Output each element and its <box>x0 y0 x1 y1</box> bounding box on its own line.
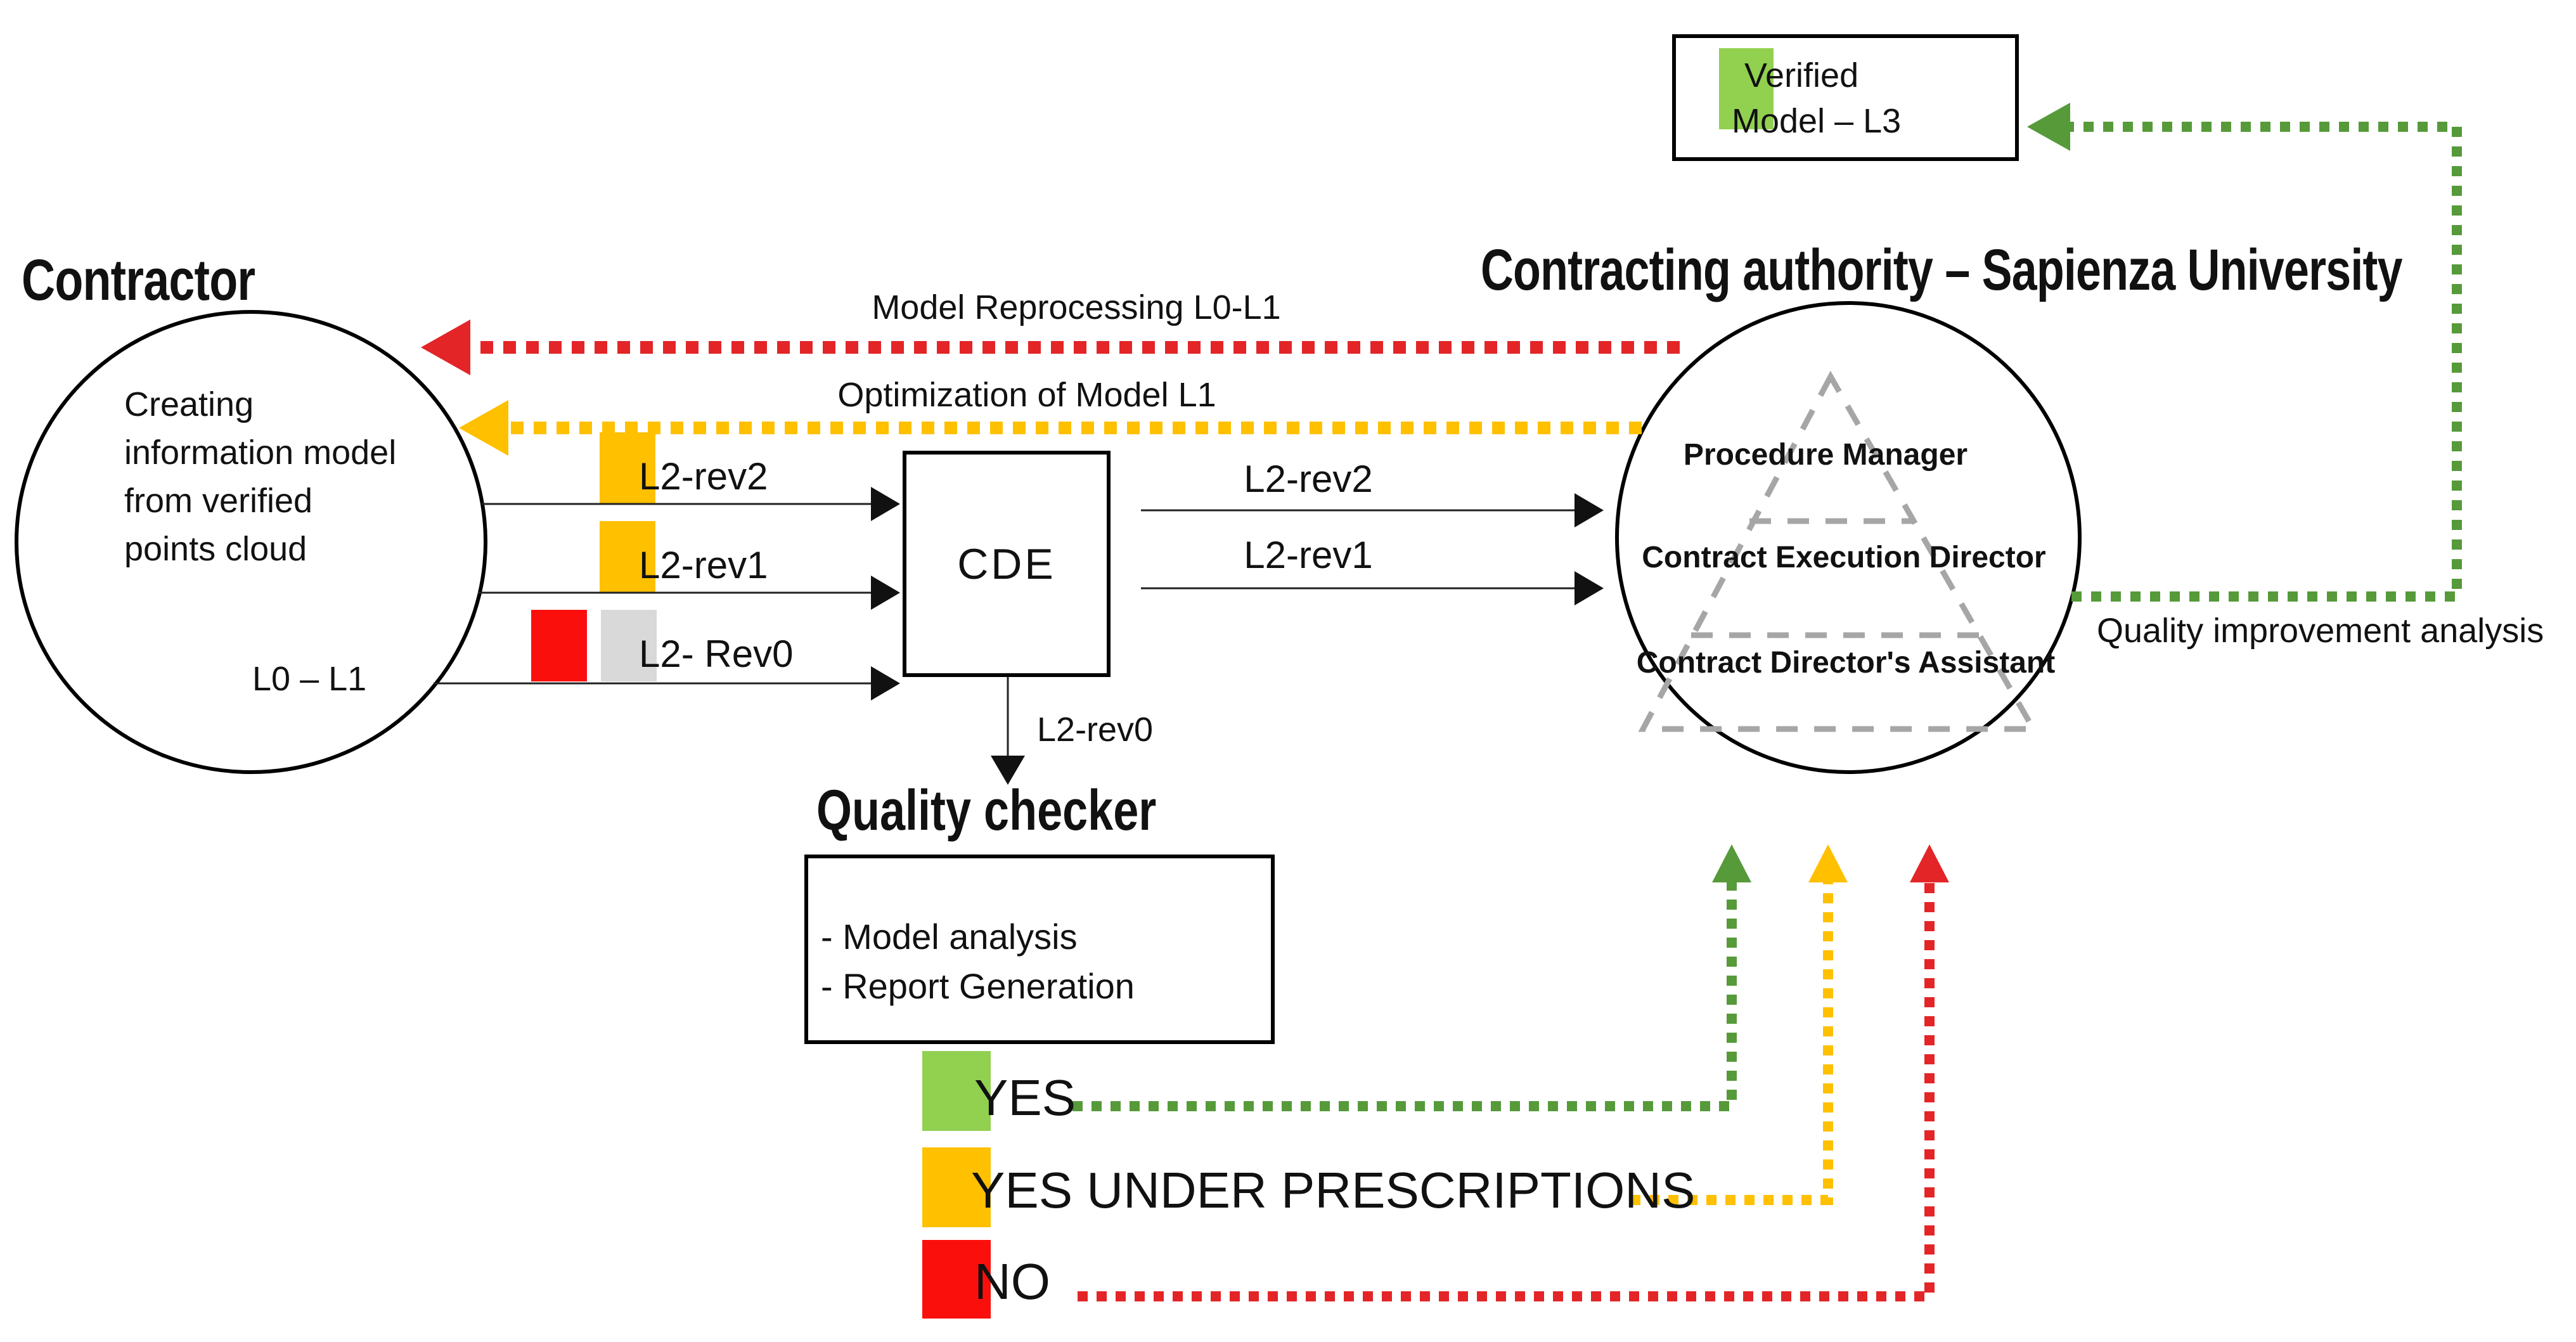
quality-checker-task-1: - Model analysis <box>821 917 1078 957</box>
quality-improvement-label: Quality improvement analysis <box>2097 612 2544 650</box>
legend-yes-label: YES <box>974 1069 1076 1126</box>
rev2-highlight-square <box>600 432 655 504</box>
yes-arrow <box>1072 844 1751 1111</box>
cde-out-arrow-rev2 <box>1141 493 1604 527</box>
cde-out-label-rev2: L2-rev2 <box>1244 458 1373 500</box>
role-contract-directors-assistant: Contract Director's Assistant <box>1636 646 2056 680</box>
submission-arrow-rev2 <box>482 487 900 521</box>
cde-to-checker-label: L2-rev0 <box>1037 711 1154 749</box>
no-arrow <box>1078 844 1949 1301</box>
cde-label: CDE <box>957 539 1056 588</box>
authority-title: Contracting authority – Sapienza Univers… <box>1481 238 2403 302</box>
quality-checker-task-2: - Report Generation <box>821 966 1135 1006</box>
rev1-highlight-square <box>600 521 655 593</box>
verified-box-line1: Verified <box>1744 56 1859 94</box>
role-procedure-manager: Procedure Manager <box>1683 438 1968 472</box>
authority-circle <box>1615 301 2082 774</box>
optimization-arrow <box>459 400 1642 456</box>
reprocessing-arrow <box>421 319 1680 375</box>
verified-box-line2: Model – L3 <box>1732 102 1902 140</box>
cde-out-label-rev1: L2-rev1 <box>1244 534 1373 576</box>
submission-label-rev1: L2-rev1 <box>639 544 768 586</box>
rev0-red-square <box>531 610 587 681</box>
role-pyramid <box>1638 370 2038 732</box>
verified-model-box <box>1672 34 2019 161</box>
quality-improvement-arrow <box>2027 103 2462 602</box>
yes-under-arrow <box>1630 844 1848 1205</box>
legend-yes-under-square <box>922 1147 991 1227</box>
optimization-label: Optimization of Model L1 <box>837 376 1216 414</box>
legend-yes-square <box>922 1051 991 1131</box>
role-contract-execution-director: Contract Execution Director <box>1642 541 2046 574</box>
contractor-circle <box>15 310 487 774</box>
cde-out-arrow-rev1 <box>1141 571 1604 605</box>
submission-label-rev2: L2-rev2 <box>639 455 768 498</box>
submission-arrow-rev1 <box>478 576 900 610</box>
cde-to-checker-arrow <box>991 677 1025 785</box>
quality-checker-title: Quality checker <box>816 779 1157 842</box>
contractor-circle-text: Creating information model from verified… <box>124 385 397 568</box>
cde-box: CDE <box>903 451 1111 677</box>
reprocessing-label: Model Reprocessing L0-L1 <box>872 288 1281 326</box>
contractor-title: Contractor <box>22 248 255 313</box>
rev0-gray-square <box>601 610 657 681</box>
legend-yes-under-label: YES UNDER PRESCRIPTIONS <box>971 1162 1696 1218</box>
contractor-level-label: L0 – L1 <box>252 660 367 698</box>
legend-no-square <box>922 1240 991 1319</box>
submission-arrow-rev0 <box>434 666 900 700</box>
quality-checker-box <box>804 855 1275 1044</box>
submission-label-rev0: L2- Rev0 <box>639 633 794 675</box>
legend-no-label: NO <box>974 1253 1050 1310</box>
verified-highlight-square <box>1719 48 1774 129</box>
